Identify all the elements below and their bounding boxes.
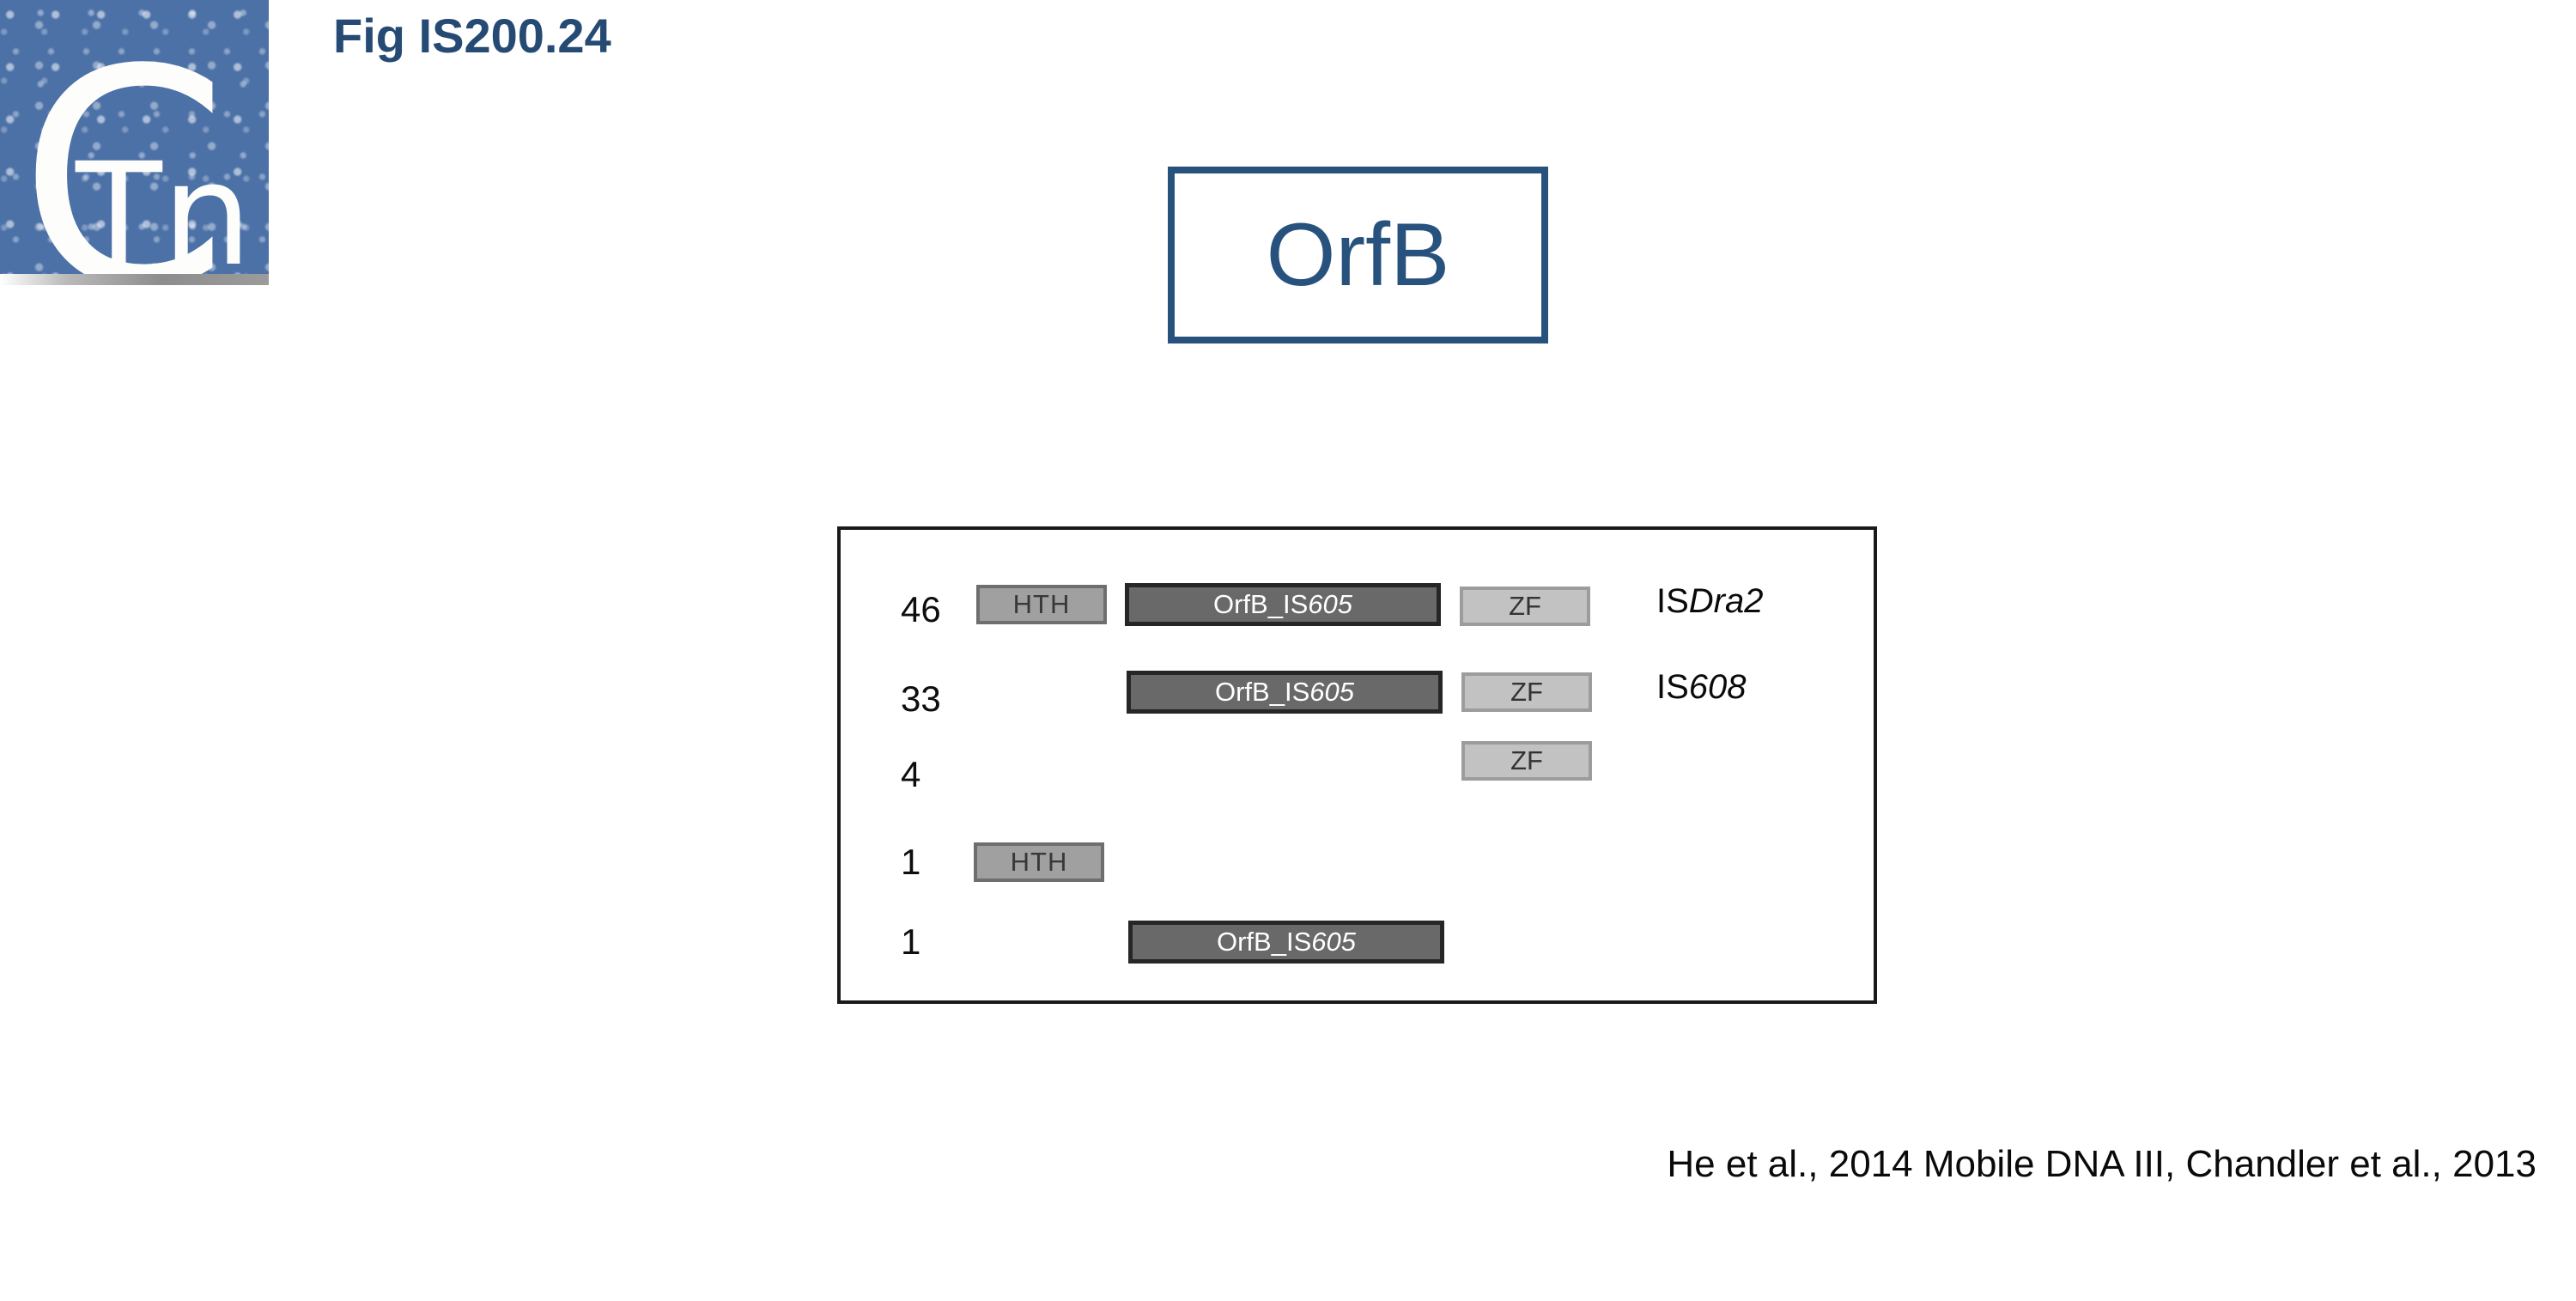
domain-architecture-panel: 46 HTH OrfB_IS605 ZF ISDra2 33 OrfB_IS60… [837, 526, 1877, 1004]
orfb-domain-label: OrfB_IS605 [1215, 677, 1354, 707]
orfb-is605-domain-box-row2: OrfB_IS605 [1127, 671, 1443, 714]
variant-count-row3: 4 [901, 754, 921, 794]
variant-count-row5: 1 [901, 921, 921, 962]
orfb-title-box: OrfB [1168, 167, 1548, 343]
logo-letter-c-icon: C [19, 5, 229, 274]
hth-domain-label: HTH [1012, 589, 1071, 619]
orfb-title-text: OrfB [1266, 204, 1450, 305]
element-label-isdra2: ISDra2 [1656, 582, 1764, 620]
logo-letter-tn-icon: Tn [76, 132, 252, 275]
variant-count-row1: 46 [901, 589, 941, 629]
zf-domain-label: ZF [1510, 745, 1543, 775]
variant-count-row2: 33 [901, 678, 941, 719]
orfb-is605-domain-box-row1: OrfB_IS605 [1125, 583, 1441, 626]
element-label-is608: IS608 [1656, 668, 1747, 706]
zf-domain-box-row3: ZF [1461, 741, 1592, 781]
citation-text: He et al., 2014 Mobile DNA III, Chandler… [1667, 1143, 2537, 1185]
zf-domain-box-row2: ZF [1461, 672, 1592, 712]
orfb-domain-label: OrfB_IS605 [1217, 927, 1356, 957]
hth-domain-box-row1: HTH [976, 585, 1107, 624]
hth-domain-box-row4: HTH [974, 842, 1104, 882]
zf-domain-box-row1: ZF [1460, 587, 1590, 626]
figure-label: Fig IS200.24 [333, 9, 611, 63]
orfb-domain-label: OrfB_IS605 [1213, 589, 1352, 619]
zf-domain-label: ZF [1510, 677, 1543, 707]
tn-center-logo: C Tn [0, 0, 269, 274]
logo-shadow [0, 274, 269, 285]
zf-domain-label: ZF [1509, 591, 1541, 621]
orfb-is605-domain-box-row5: OrfB_IS605 [1128, 921, 1444, 964]
hth-domain-label: HTH [1010, 847, 1068, 877]
variant-count-row4: 1 [901, 842, 921, 882]
